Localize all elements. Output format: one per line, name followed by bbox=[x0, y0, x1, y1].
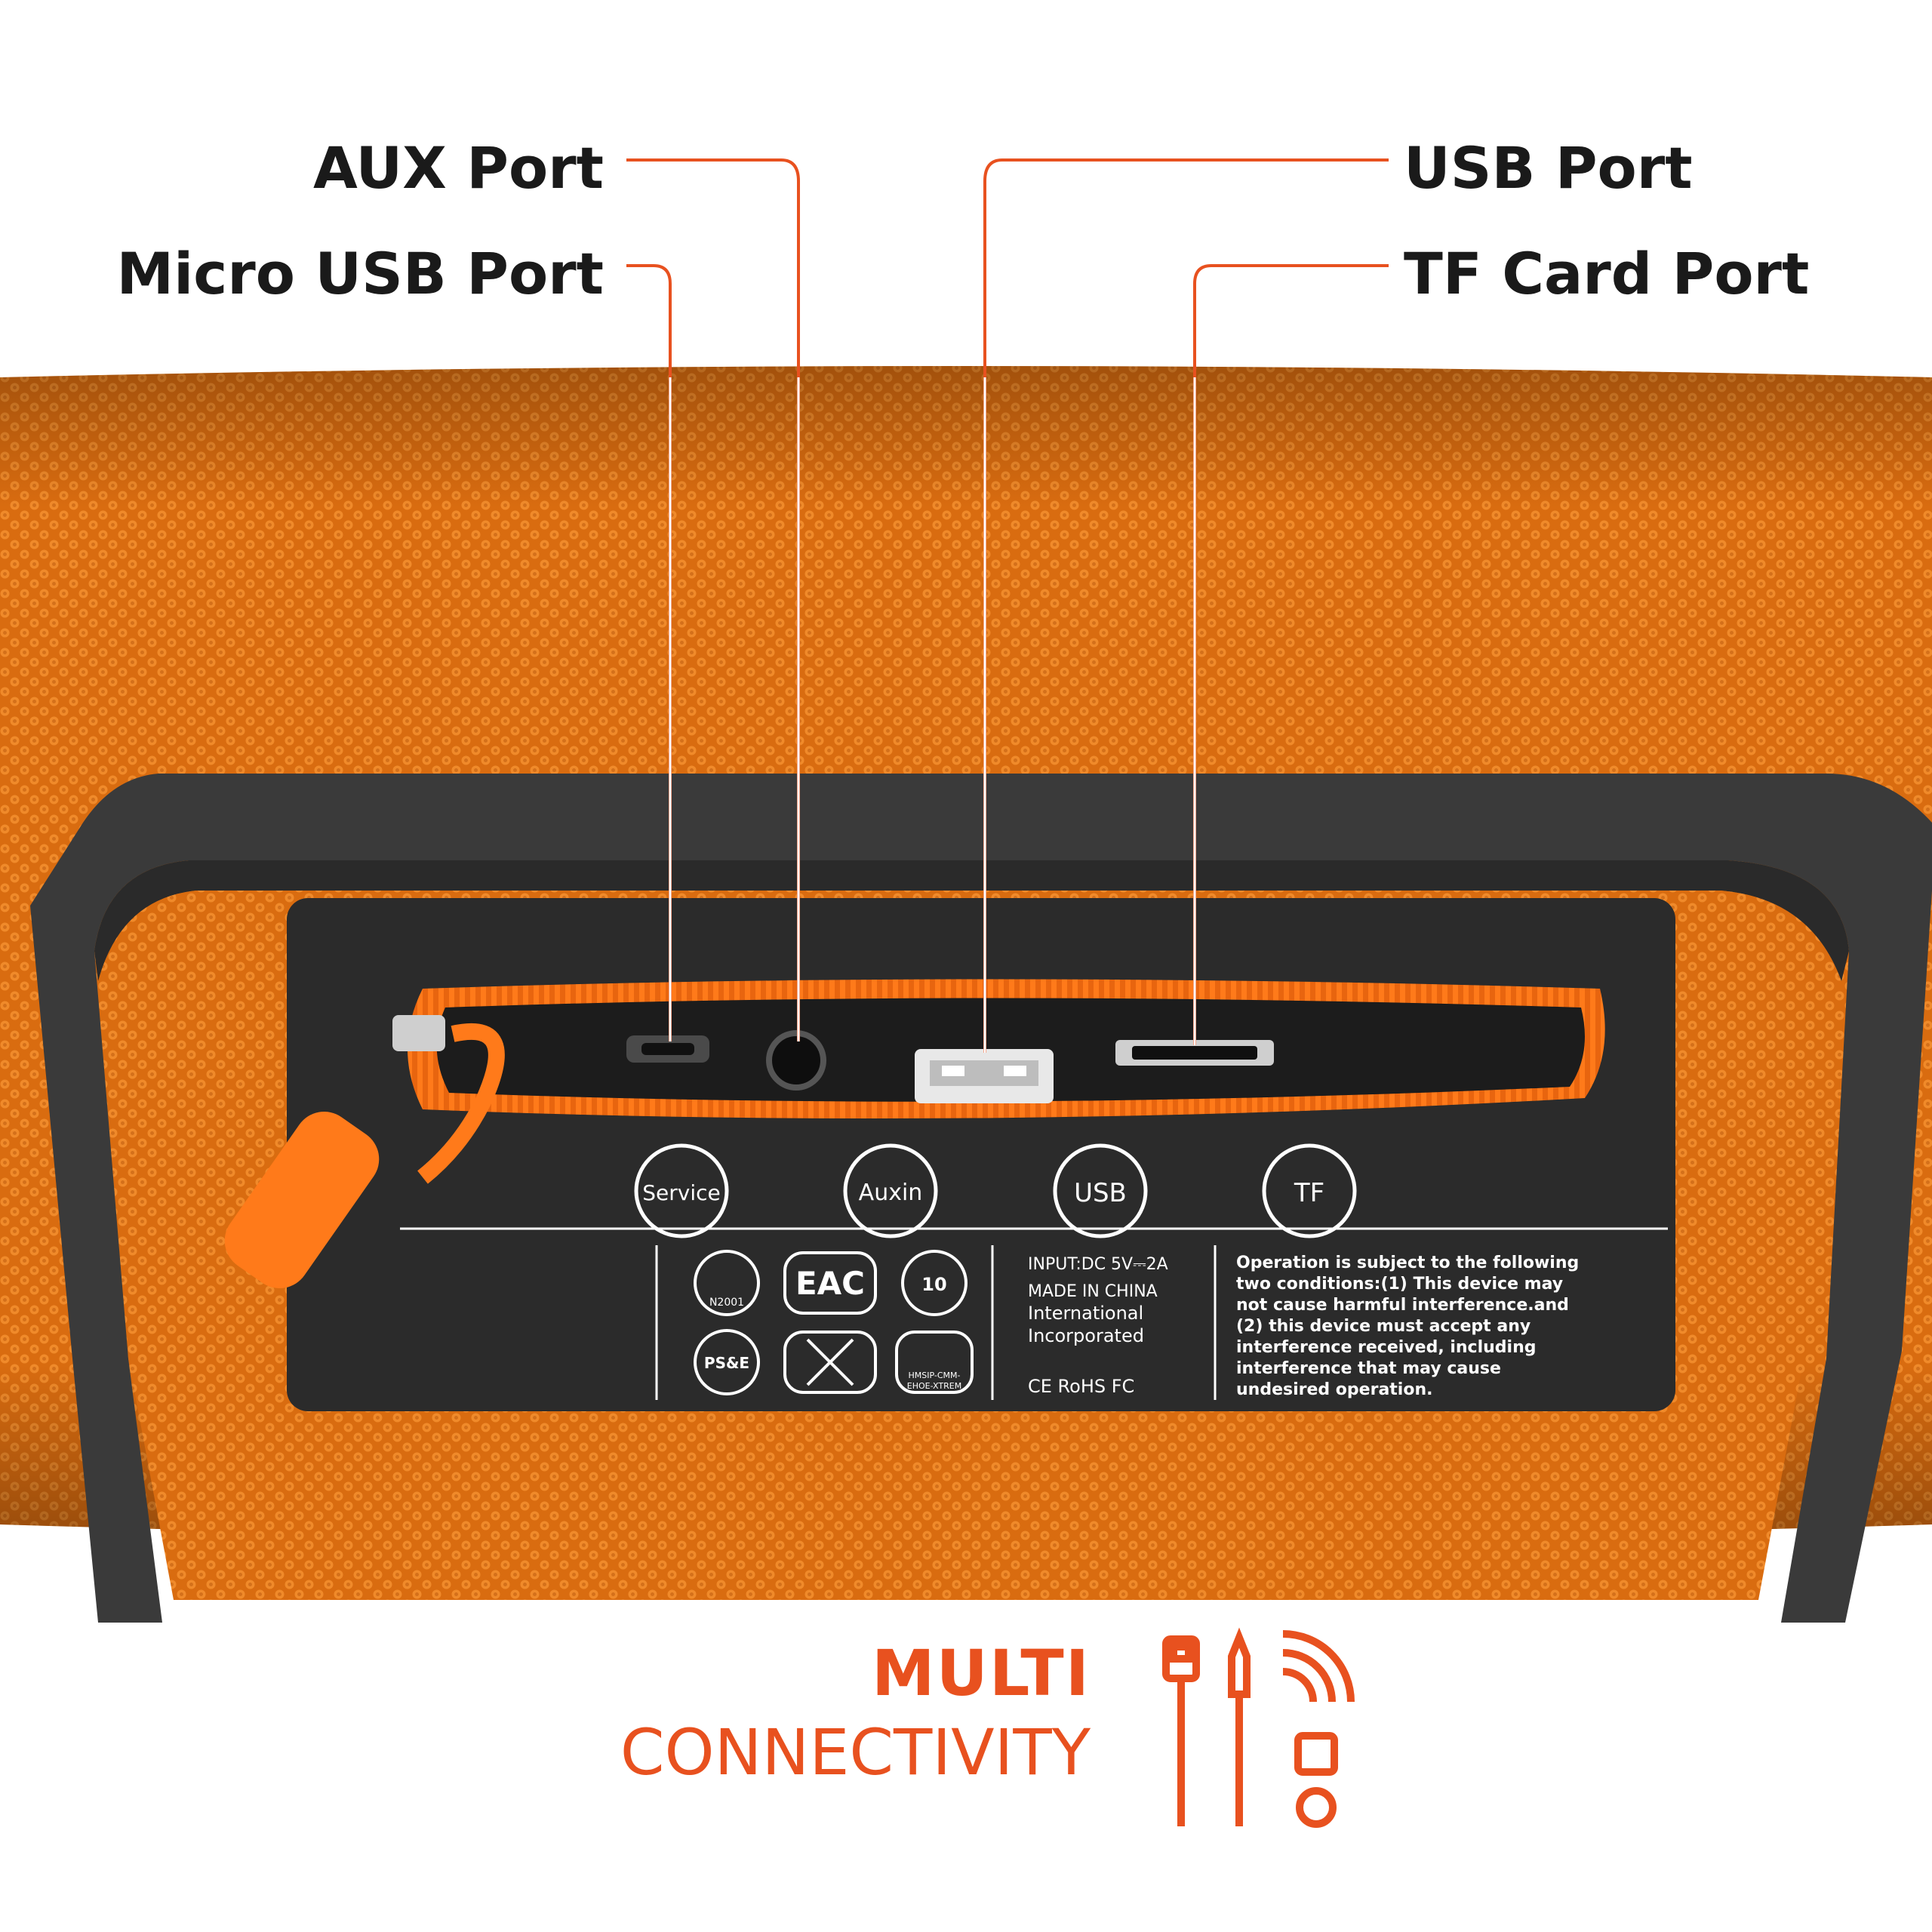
aux-port-callout: AUX Port bbox=[313, 134, 604, 202]
banner-line-multi: MULTI bbox=[872, 1636, 1091, 1710]
auxin-button: Auxin bbox=[843, 1143, 938, 1238]
usb-port-callout: USB Port bbox=[1404, 134, 1693, 202]
company-line-2: Incorporated bbox=[1028, 1325, 1144, 1346]
tf-card-port-callout: TF Card Port bbox=[1404, 240, 1810, 307]
weee-bin-icon bbox=[783, 1331, 877, 1394]
cert-10-text: 10 bbox=[921, 1274, 946, 1295]
usb-leader-line bbox=[983, 158, 1389, 1053]
banner-line-connectivity: CONNECTIVITY bbox=[620, 1715, 1091, 1789]
service-button: Service bbox=[634, 1143, 729, 1238]
regulatory-marks: CE RoHS FC bbox=[1028, 1376, 1134, 1397]
company-line-1: International bbox=[1028, 1303, 1143, 1324]
usb-cable-icon bbox=[1162, 1635, 1200, 1826]
cert-10-icon bbox=[901, 1250, 968, 1316]
zipper-pull bbox=[224, 1015, 505, 1289]
made-in: MADE IN CHINA bbox=[1028, 1282, 1158, 1301]
fcc-line: not cause harmful interference.and bbox=[1236, 1296, 1569, 1315]
micro-usb-leader-line bbox=[626, 264, 672, 1041]
usb-label: USB bbox=[1074, 1178, 1127, 1208]
fcc-line: Operation is subject to the following bbox=[1236, 1254, 1579, 1272]
fcc-statement: Operation is subject to the following tw… bbox=[1236, 1254, 1579, 1399]
cert-n2001-text: N2001 bbox=[709, 1297, 744, 1309]
cert-pse-icon bbox=[694, 1329, 760, 1395]
aux-leader-line bbox=[626, 158, 800, 1041]
usb-port bbox=[915, 1049, 1054, 1103]
micro-usb-port bbox=[626, 1035, 709, 1063]
cert-kc-text-1: HMSIP-CMM- bbox=[909, 1371, 961, 1380]
tf-card-port bbox=[1115, 1040, 1274, 1066]
fcc-line: two conditions:(1) This device may bbox=[1236, 1275, 1563, 1294]
compliance-label: N2001 EAC 10 PS&E HMSIP-CMM- EHOE-XTREM … bbox=[400, 1227, 1668, 1400]
cert-kc-icon bbox=[895, 1331, 974, 1394]
service-label: Service bbox=[642, 1180, 720, 1205]
micro-usb-port-callout: Micro USB Port bbox=[116, 240, 604, 307]
tf-button: TF bbox=[1262, 1143, 1357, 1238]
fcc-line: interference that may cause bbox=[1236, 1359, 1501, 1378]
cert-pse-text: PS&E bbox=[704, 1354, 749, 1372]
cert-kc-text-2: EHOE-XTREM bbox=[907, 1381, 961, 1391]
fcc-line: undesired operation. bbox=[1236, 1380, 1432, 1399]
auxin-label: Auxin bbox=[859, 1180, 923, 1206]
fcc-line: interference received, including bbox=[1236, 1338, 1536, 1357]
aux-port bbox=[766, 1030, 826, 1091]
cert-icons bbox=[694, 1250, 974, 1395]
tf-leader-line bbox=[1193, 264, 1389, 1045]
wireless-card-icon bbox=[1282, 1630, 1355, 1828]
aux-cable-icon bbox=[1228, 1627, 1251, 1826]
usb-button: USB bbox=[1053, 1143, 1148, 1238]
tf-label: TF bbox=[1294, 1178, 1324, 1208]
cert-n2001-icon bbox=[694, 1250, 760, 1316]
cert-eac-text: EAC bbox=[795, 1265, 865, 1302]
panel-buttons: Service Auxin USB TF bbox=[634, 1143, 1357, 1238]
cert-eac-icon bbox=[783, 1251, 877, 1315]
callout-lines bbox=[626, 158, 1389, 1053]
fcc-line: (2) this device must accept any bbox=[1236, 1317, 1531, 1336]
input-rating: INPUT:DC 5V⎓2A bbox=[1028, 1255, 1168, 1274]
